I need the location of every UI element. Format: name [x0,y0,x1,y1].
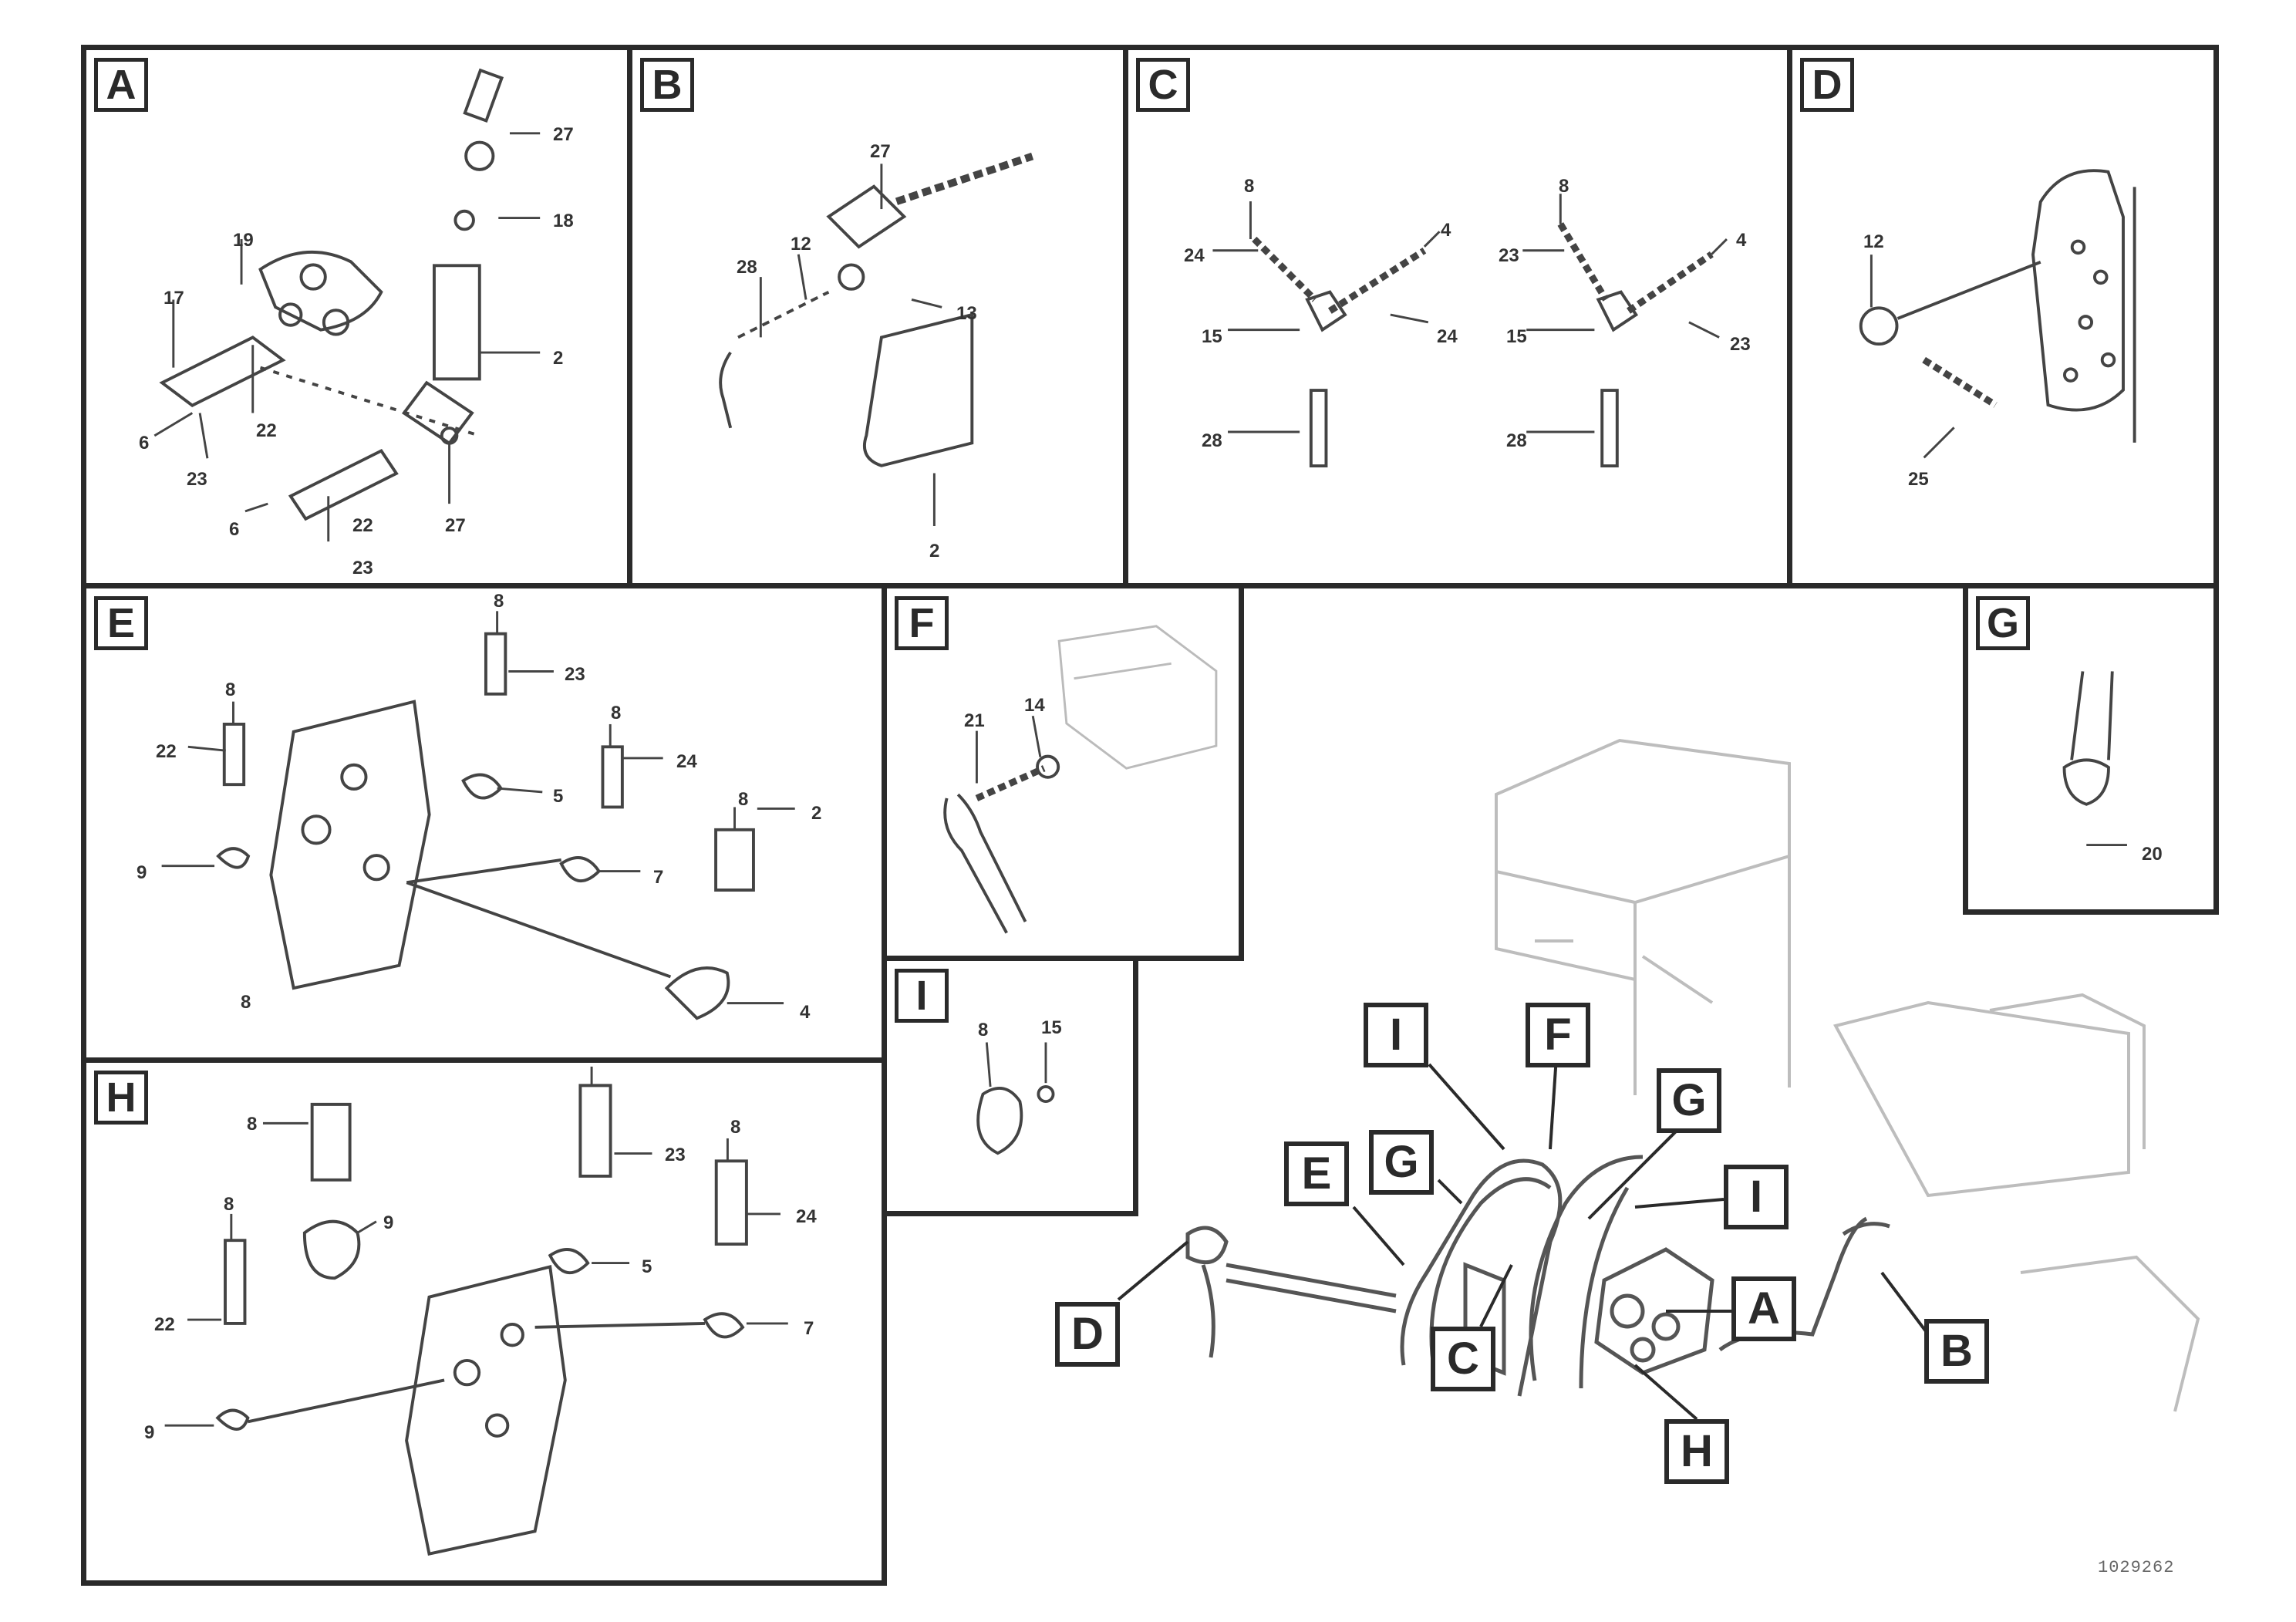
panel-a-tag: A [94,58,148,112]
panel-b-drawing [719,152,1034,527]
callout: 17 [164,288,184,309]
overview-tag-e: E [1284,1141,1349,1206]
callout: 8 [730,1117,741,1138]
callout: 5 [642,1256,652,1277]
callout: 7 [653,867,664,888]
callout: 24 [796,1206,817,1227]
callout: 23 [1499,245,1519,266]
callout: 19 [233,230,254,251]
panel-a-drawing [153,68,541,542]
callout: 2 [811,803,822,824]
callout: 21 [964,710,985,731]
callout: 23 [187,469,207,490]
callout: 20 [2142,844,2163,865]
callout: 24 [676,751,697,772]
callout: 12 [791,234,811,255]
callout: 23 [352,558,373,578]
panel-d: D 12 25 [1787,45,2219,588]
panel-b-tag: B [640,58,694,112]
callout: 6 [139,433,150,454]
overview-tag-h: H [1664,1419,1729,1484]
panel-i-tag: I [895,969,949,1023]
panel-e-tag: E [94,596,148,650]
callout: 8 [738,789,749,810]
callout: 8 [1559,176,1569,197]
callout: 5 [553,786,564,807]
callout: 24 [1184,245,1205,266]
callout: 8 [611,703,622,723]
panel-f-drawing [943,625,1218,934]
callout: 6 [229,519,240,540]
callout: 14 [1024,695,1045,716]
callout: 28 [1202,430,1222,451]
panel-h-tag: H [94,1071,148,1125]
callout: 13 [956,303,977,324]
panel-d-tag: D [1800,58,1854,112]
panel-c-tag: C [1136,58,1190,112]
callout: 4 [1736,230,1747,251]
panel-d-drawing [1859,169,2136,459]
callout: 9 [383,1212,394,1233]
callout: 28 [737,257,757,278]
overview-tag-c: C [1431,1327,1495,1391]
panel-b: B 27 28 12 13 2 [627,45,1128,588]
callout: 7 [804,1318,814,1339]
panel-h: H [81,1057,887,1586]
panel-e: E [81,583,887,1063]
callout: 4 [1441,220,1451,241]
overview-tag-i-lower: I [1724,1165,1789,1229]
callout: 18 [553,211,574,231]
callout: 8 [978,1020,989,1040]
callout: 2 [929,541,940,561]
panel-c: C 8 24 4 15 24 [1123,45,1792,588]
callout: 8 [494,591,504,612]
panel-h-drawing [164,1066,788,1556]
callout: 22 [156,741,177,762]
panel-g-tag: G [1976,596,2030,650]
callout: 9 [144,1422,155,1443]
panel-f: F 21 14 [882,583,1244,961]
callout: 22 [154,1314,175,1335]
overview-tag-a: A [1731,1276,1796,1341]
callout: 8 [241,992,251,1013]
callout: 22 [256,420,277,441]
callout: 25 [1908,469,1929,490]
callout: 8 [224,1194,234,1215]
panel-g-drawing [2062,671,2127,846]
callout: 27 [870,141,891,162]
callout: 28 [1506,430,1527,451]
overview-tag-f: F [1526,1003,1590,1067]
callout: 4 [800,1002,811,1023]
panel-c-drawing [1212,194,1728,468]
callout: 8 [1244,176,1255,197]
overview-tag-g-right: G [1657,1068,1721,1133]
overview-tag-d: D [1055,1302,1120,1367]
callout: 22 [352,515,373,536]
panel-f-tag: F [895,596,949,650]
callout: 23 [665,1145,686,1165]
callout: 9 [137,862,147,883]
overview-tag-b: B [1924,1319,1989,1384]
panel-a: A 27 [81,45,632,588]
overview-tag-g-left: G [1369,1130,1434,1195]
drawing-number: 1029262 [2098,1558,2175,1577]
panel-g: G 20 [1963,583,2219,915]
callout: 8 [225,679,236,700]
callout: 24 [1437,326,1458,347]
callout: 27 [553,124,574,145]
callout: 23 [565,664,585,685]
callout: 8 [247,1114,258,1135]
callout: 12 [1863,231,1884,252]
overview-tag-i-upper: I [1364,1003,1428,1067]
callout: 2 [553,348,564,369]
callout: 15 [1202,326,1222,347]
panel-e-drawing [161,611,795,1020]
callout: 27 [445,515,466,536]
callout: 15 [1506,326,1527,347]
panel-i-drawing [976,1042,1055,1155]
callout: 15 [1041,1017,1062,1038]
callout: 23 [1730,334,1751,355]
